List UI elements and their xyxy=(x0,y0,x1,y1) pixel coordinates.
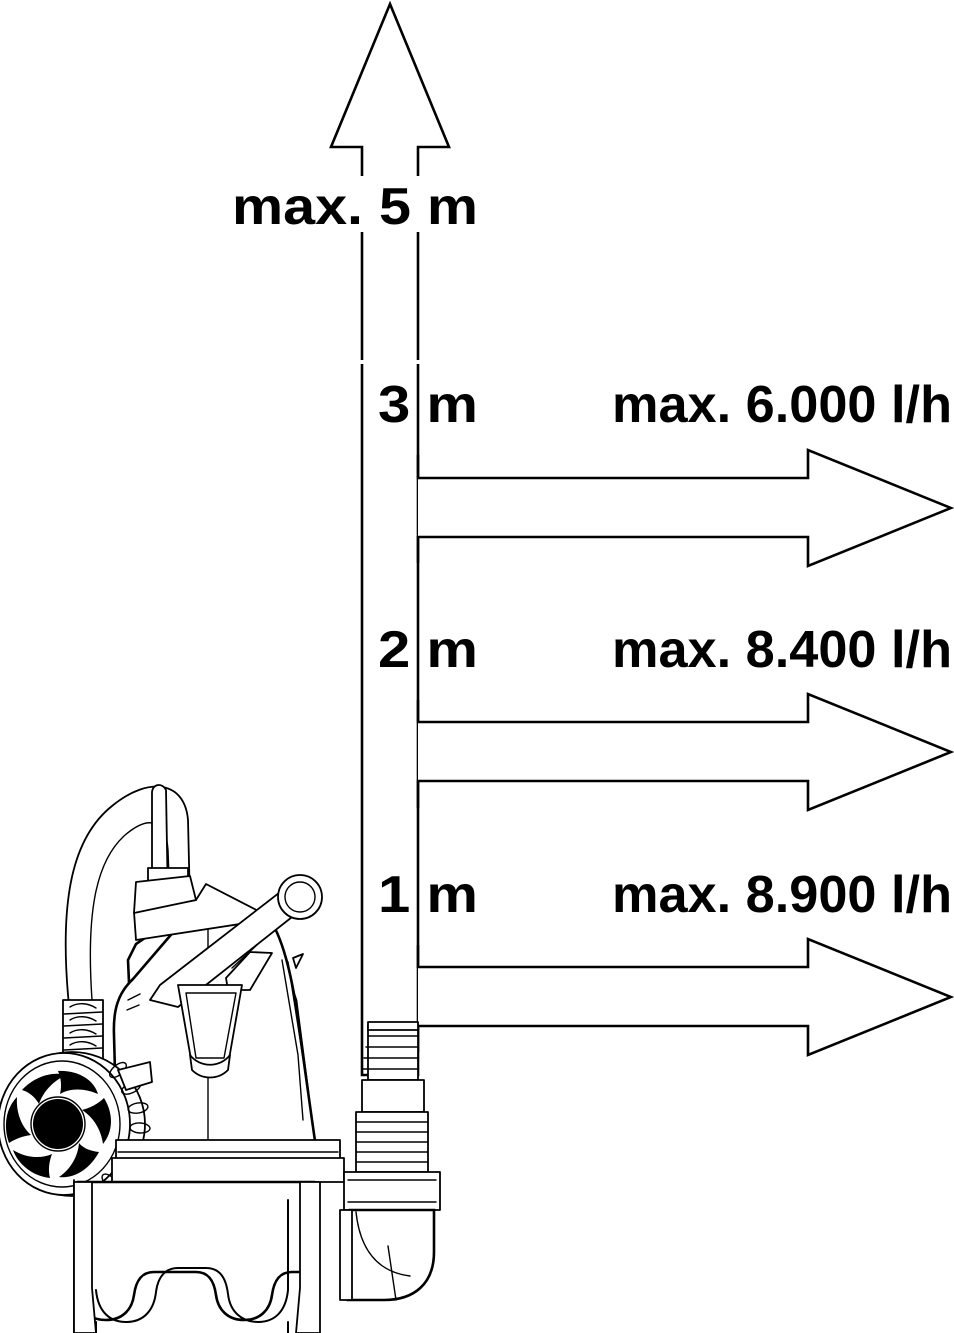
label-head-1m: 1 m xyxy=(378,866,478,924)
label-max-head: max. 5 m xyxy=(232,178,478,236)
body-recess xyxy=(177,984,243,1079)
hose-outlet-icon xyxy=(339,1021,441,1302)
label-flow-2m: max. 8.400 l/h xyxy=(612,621,952,679)
pump-feet xyxy=(73,1179,321,1333)
float-switch-icon xyxy=(149,874,323,1008)
flow-arrow-icon-3m xyxy=(416,448,954,568)
label-flow-1m: max. 8.900 l/h xyxy=(612,866,952,924)
impeller-blades xyxy=(5,1070,112,1178)
impeller-icon xyxy=(0,1051,153,1197)
label-flow-3m: max. 6.000 l/h xyxy=(612,376,952,434)
label-head-2m: 2 m xyxy=(378,621,478,679)
label-head-3m: 3 m xyxy=(378,376,478,434)
flow-arrow-icon-1m xyxy=(416,937,954,1057)
flow-arrow-icon-2m xyxy=(416,692,954,812)
